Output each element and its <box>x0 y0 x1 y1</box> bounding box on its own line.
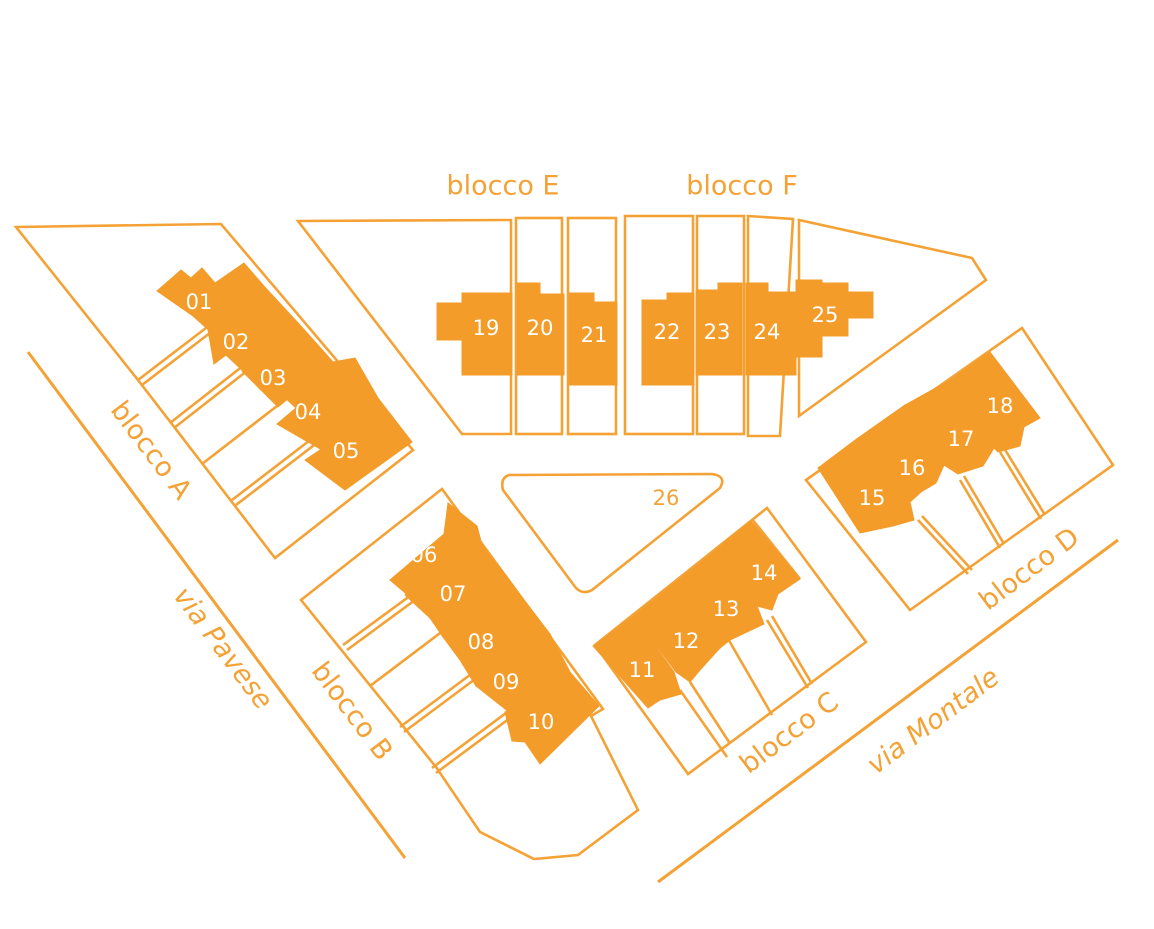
lot-01-house[interactable] <box>156 262 264 335</box>
lot-14-house[interactable] <box>713 520 801 611</box>
lot-16-label: 16 <box>899 456 926 480</box>
lot-22-label: 22 <box>654 320 681 344</box>
blocco-a-outline <box>13 222 415 560</box>
lot-02-label: 02 <box>223 330 250 354</box>
lot-26-outline[interactable] <box>500 472 724 594</box>
lot-10-label: 10 <box>528 710 555 734</box>
blocco-d: 15 16 17 18 <box>804 326 1115 612</box>
via-pavese-road <box>26 351 407 859</box>
blocco-e: 19 20 21 <box>295 216 618 436</box>
blocco-b: 06 07 08 09 10 <box>299 487 640 861</box>
blocco-d-outline <box>804 326 1115 612</box>
blocco-d-label: blocco D <box>973 522 1085 617</box>
blocco-e-outline <box>295 218 513 436</box>
lot-20-label: 20 <box>527 316 554 340</box>
lot-03-label: 03 <box>260 366 287 390</box>
lot-10-house[interactable] <box>504 671 600 765</box>
blocco-e-label: blocco E <box>446 171 559 202</box>
lot-09-label: 09 <box>493 670 520 694</box>
blocco-c-outline <box>593 506 868 776</box>
lot-21-label: 21 <box>581 323 608 347</box>
lot-21-house[interactable] <box>568 292 618 386</box>
lot-19-label: 19 <box>473 316 500 340</box>
lot-04-label: 04 <box>295 400 322 424</box>
lot-23-house[interactable] <box>695 282 743 376</box>
lot-05-house[interactable] <box>304 397 413 491</box>
lot-26-label: 26 <box>653 486 680 510</box>
lot-23-label: 23 <box>704 320 731 344</box>
lot-08-label: 08 <box>468 630 495 654</box>
lot-19-house[interactable] <box>436 292 513 376</box>
lot-22-house[interactable] <box>641 292 695 386</box>
via-montale-road <box>657 538 1119 884</box>
lot-15-label: 15 <box>859 486 886 510</box>
blocco-b-label: blocco B <box>305 656 399 766</box>
lot-05-label: 05 <box>333 439 360 463</box>
lot-18-label: 18 <box>987 394 1014 418</box>
blocco-a: 01 02 03 04 05 <box>13 222 415 560</box>
lot-01-label: 01 <box>186 290 213 314</box>
via-pavese-label: via Pavese <box>167 581 279 715</box>
lot-20-house[interactable] <box>516 282 565 376</box>
lot-25-house[interactable] <box>795 279 874 358</box>
via-montale-label: via Montale <box>861 662 1005 781</box>
lot-06-label: 06 <box>411 543 438 567</box>
blocco-c: 11 12 13 14 <box>592 506 868 776</box>
blocco-f: 22 23 24 25 <box>623 214 988 438</box>
blocco-f-label: blocco F <box>686 171 797 202</box>
lot-07-label: 07 <box>440 582 467 606</box>
lot-24-label: 24 <box>754 320 781 344</box>
lot-11-label: 11 <box>629 658 656 682</box>
lot-12-label: 12 <box>673 629 700 653</box>
lot-25-label: 25 <box>812 303 839 327</box>
lot-13-label: 13 <box>713 597 740 621</box>
lot-14-label: 14 <box>751 561 778 585</box>
lot-26[interactable]: 26 <box>500 472 724 594</box>
lot-17-label: 17 <box>948 427 975 451</box>
lot-18-house[interactable] <box>949 351 1041 453</box>
